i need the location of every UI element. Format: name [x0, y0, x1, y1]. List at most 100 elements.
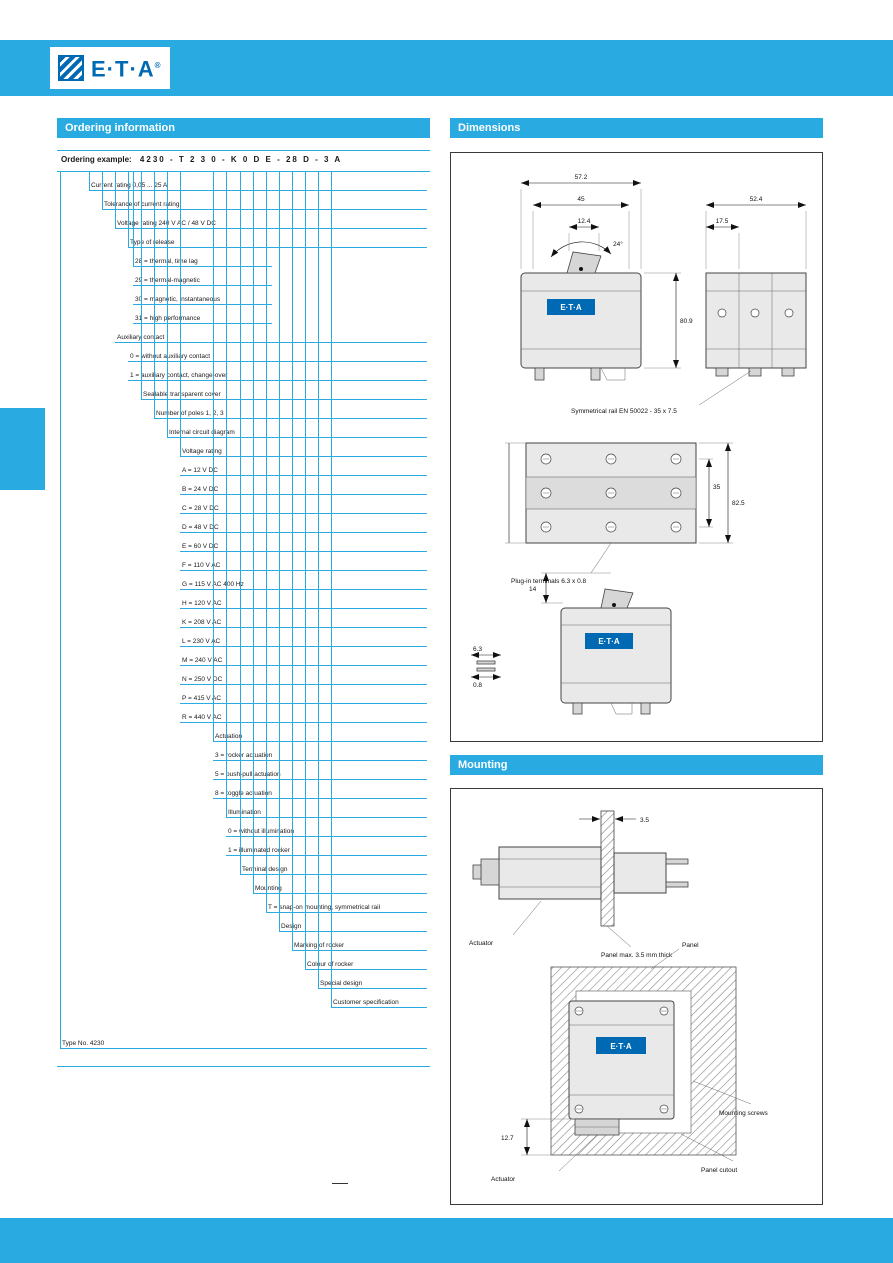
key-row: Number of poles 1, 2, 3 [154, 408, 427, 419]
dim-cutout: 12.7 [501, 1135, 514, 1142]
eta-logo-text: E·T·A® [91, 56, 162, 82]
key-connector-line [213, 171, 214, 741]
key-row-label: A = 12 V DC [182, 467, 218, 474]
type-key-diagram: Ordering example: 4230 - T 2 3 0 - K 0 D… [57, 150, 430, 1072]
eta-badge-2 [585, 633, 633, 649]
eta-badge-text: E·T·A [560, 303, 582, 312]
key-connector-line [154, 171, 155, 418]
terminal-view-dimensions: 35 82.5 [505, 442, 745, 544]
key-row: N = 250 V DC [180, 674, 427, 685]
key-connector-line [240, 171, 241, 874]
key-row-label: Terminal design [242, 866, 288, 873]
section-header-dimensions: Dimensions [450, 118, 823, 138]
actuator-side [480, 858, 500, 886]
key-row: 28 = thermal, time lag [133, 256, 272, 267]
key-row: 3 = rocker actuation [213, 750, 427, 761]
section-header-ordering: Ordering information [57, 118, 430, 138]
key-row-label: Type of release [130, 239, 175, 246]
key-connector-line [318, 171, 319, 988]
key-row: Customer specification [331, 997, 427, 1008]
key-row-label: 30 = magnetic, instantaneous [135, 296, 221, 303]
key-row: E = 60 V DC [180, 541, 427, 552]
leader-cutout [680, 1133, 734, 1162]
dim-depth: 35 [713, 484, 721, 491]
key-row-label: T = snap-on mounting, symmetrical rail [268, 904, 381, 911]
key-row: A = 12 V DC [180, 465, 427, 476]
dim-depth-total: 82.5 [732, 500, 745, 507]
key-row: K = 208 V AC [180, 617, 427, 628]
key-connector-line [133, 171, 134, 266]
terminal-tab-1 [665, 858, 689, 865]
top-brand-bar: E·T·A® [0, 40, 893, 96]
key-row: T = snap-on mounting, symmetrical rail [266, 902, 427, 913]
key-row: Auxiliary contact [115, 332, 427, 343]
dim-terminal-width: 6.3 [473, 646, 482, 653]
breaker-front-view-2: E·T·A [560, 588, 672, 715]
key-row-label: Design [281, 923, 302, 930]
panel-thickness-dimension: 3.5 [579, 816, 649, 824]
registered-mark: ® [154, 61, 162, 71]
key-row: H = 120 V AC [180, 598, 427, 609]
dim-height: 80.9 [680, 318, 693, 325]
leader-terminals [590, 542, 612, 574]
key-row-label: Mounting [255, 885, 282, 892]
callout-panel-2: Panel [682, 942, 699, 949]
dim-pole-width: 17.5 [716, 218, 729, 225]
key-row-label: E = 60 V DC [182, 543, 219, 550]
ordering-example-code: 4230 - T 2 3 0 - K 0 D E - 28 D - 3 A [139, 155, 343, 164]
threepole-dimensions: 52.4 17.5 [705, 196, 807, 269]
eta-badge-2-text: E·T·A [598, 637, 620, 646]
key-row: Voltage rating 240 V AC / 48 V DC [115, 218, 427, 229]
key-row-label: 0 = without illumination [228, 828, 294, 835]
leader-panel-2 [650, 948, 680, 970]
key-bottom-rule [57, 1066, 430, 1067]
terminal-tab-2 [665, 881, 689, 888]
key-row-label: K = 208 V AC [182, 619, 222, 626]
key-row-label: M = 240 V AC [182, 657, 223, 664]
footer-bar [0, 1218, 893, 1263]
key-row-label: Colour of rocker [307, 961, 354, 968]
rocker-swing-arc [550, 241, 612, 258]
leader-actuator-2 [558, 1134, 598, 1172]
key-row: 5 = push-pull actuation [213, 769, 427, 780]
key-row: G = 115 V AC 400 Hz [180, 579, 427, 590]
callout-actuator: Actuator [469, 940, 494, 947]
dim-terminal-thickness: 0.8 [473, 682, 482, 689]
key-connector-line [167, 171, 168, 437]
mounting-drawing: 3.5 Actuator Panel max. 3.5 mm thick E·T… [469, 810, 769, 1183]
ordering-example: Ordering example: 4230 - T 2 3 0 - K 0 D… [61, 155, 342, 164]
key-row: 30 = magnetic, instantaneous [133, 294, 272, 305]
dim-side-width: 52.4 [750, 196, 763, 203]
key-row-label: N = 250 V DC [182, 676, 223, 683]
front-view-2-dimensions: 14 6.3 0.8 [471, 572, 611, 689]
key-row-label: Current rating 0,05 ... 25 A [91, 182, 168, 189]
key-row: Illumination [226, 807, 427, 818]
key-row: Actuation [213, 731, 427, 742]
key-row-label: P = 415 V AC [182, 695, 222, 702]
key-row: 1 = illuminated rocker [226, 845, 427, 856]
panel-side-view [472, 810, 689, 927]
key-row: Design [279, 921, 427, 932]
key-connector-line [266, 171, 267, 912]
din-clip-2 [610, 702, 633, 715]
eta-logo-mark-icon [58, 55, 84, 81]
key-row: Marking of rocker [292, 940, 427, 951]
key-row-label: Sealable transparent cover [143, 391, 221, 398]
key-row: P = 415 V AC [180, 693, 427, 704]
dimensions-drawing: E·T·A 57.2 45 12.4 24° 80.9 [471, 174, 807, 715]
key-row-label: 5 = push-pull actuation [215, 771, 281, 778]
key-row-label: Number of poles 1, 2, 3 [156, 410, 224, 417]
rocker-actuator [566, 251, 602, 274]
key-row: Sealable transparent cover [141, 389, 427, 400]
panel-front-view: E·T·A [550, 966, 737, 1156]
key-row-label: B = 24 V DC [182, 486, 219, 493]
leader-panel [606, 925, 632, 948]
key-row-label: Internal circuit diagram [169, 429, 235, 436]
ordering-example-label: Ordering example: [61, 155, 132, 164]
leader-screws [692, 1080, 752, 1105]
section-header-mounting: Mounting [450, 755, 823, 775]
dim-angle: 24° [613, 240, 623, 248]
key-connector-line [115, 171, 116, 228]
key-row: Type No. 4230 [60, 1038, 427, 1049]
key-connector-line [331, 171, 332, 1007]
